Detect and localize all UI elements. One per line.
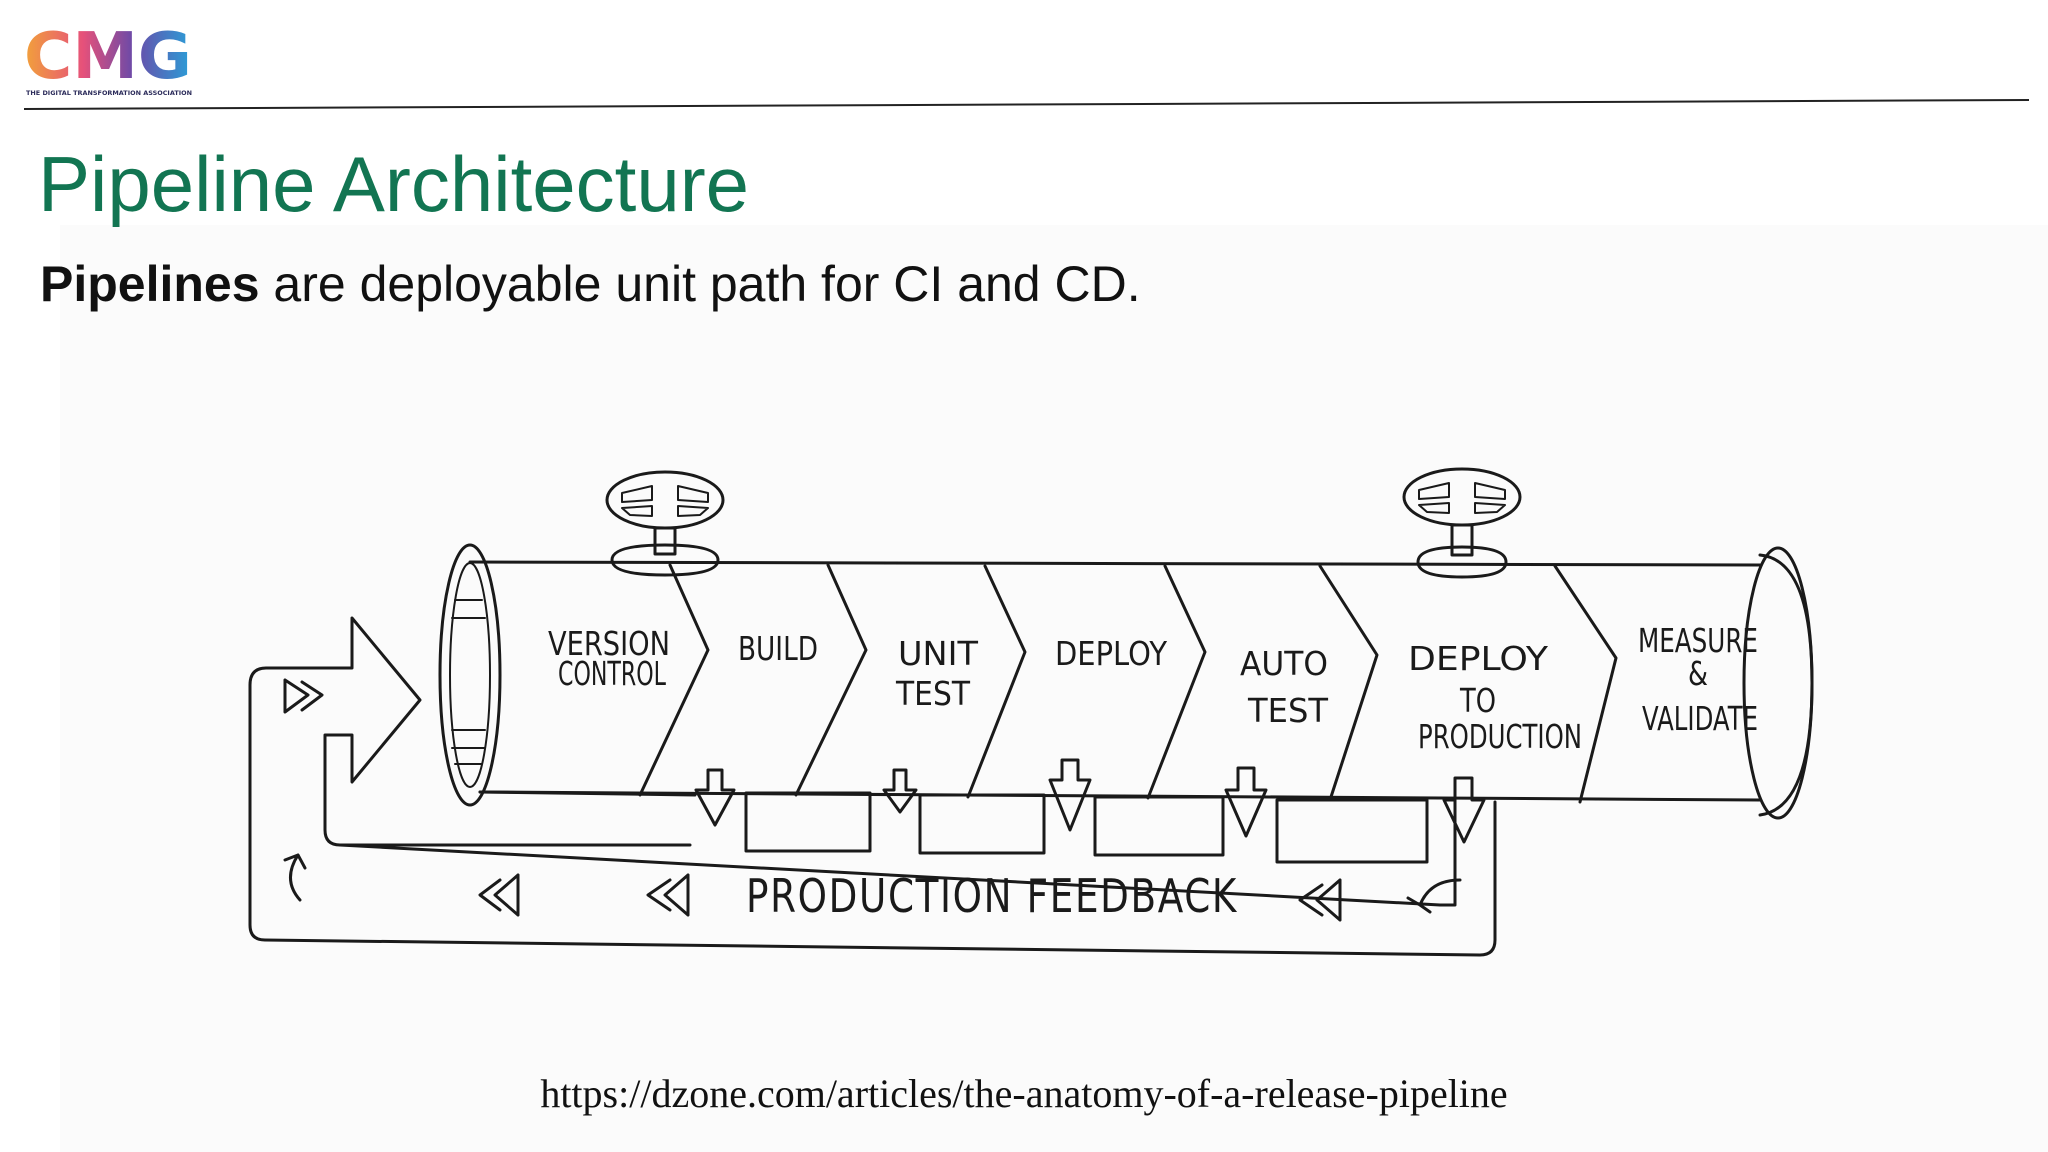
- feedback-loop-inner: [323, 738, 1457, 907]
- rewind-arrow-icon: [1298, 878, 1342, 922]
- stage-divider: [638, 563, 710, 797]
- pipe-left-opening: [449, 562, 491, 788]
- stage-divider: [794, 563, 868, 797]
- left-opening-hatching: [451, 599, 486, 765]
- down-arrow-icon: [882, 768, 918, 814]
- stage-unit-test: UNIT TEST: [895, 634, 979, 713]
- pipe-body-bottom-left: [478, 790, 697, 797]
- feedback-slot: [1275, 798, 1429, 864]
- stage-label-line1: DEPLOY: [1408, 639, 1549, 678]
- pipe-right-flange: [1742, 546, 1814, 820]
- valve-right: [1402, 467, 1522, 579]
- stage-divider: [966, 564, 1027, 799]
- stage-label-line3: PRODUCTION: [1418, 717, 1582, 756]
- pipe-right-cap: [1758, 553, 1814, 817]
- curved-up-arrow-icon: [283, 853, 307, 902]
- stage-divider: [1146, 564, 1207, 800]
- stage-build: BUILD: [738, 629, 818, 668]
- entry-arrow: [298, 616, 422, 784]
- stage-auto-test: AUTO TEST: [1240, 644, 1329, 730]
- content-background: [60, 225, 2048, 1152]
- stage-label-line1: UNIT: [898, 634, 979, 673]
- stage-label-line1: BUILD: [738, 629, 818, 668]
- feedback-slot: [918, 793, 1046, 855]
- down-arrow-icon: [1442, 776, 1486, 844]
- fast-forward-arrow-icon: [283, 678, 324, 714]
- stage-label-line2: TEST: [1247, 691, 1329, 730]
- stage-measure-validate: MEASURE & VALIDATE: [1638, 621, 1758, 738]
- subtitle-rest: are deployable unit path for CI and CD.: [259, 256, 1141, 312]
- down-arrow-icon: [694, 768, 736, 827]
- logo-tagline: THE DIGITAL TRANSFORMATION ASSOCIATION: [26, 90, 192, 97]
- stage-label-line2: &: [1688, 654, 1708, 693]
- pipe-left-flange: [438, 543, 502, 807]
- stage-label-line1: DEPLOY: [1055, 634, 1168, 673]
- rewind-arrow-icon: [646, 873, 690, 917]
- valve-left: [605, 470, 725, 577]
- header-divider: [24, 99, 2030, 110]
- stage-divider: [1553, 564, 1618, 804]
- stage-label-line2: TO: [1459, 681, 1496, 720]
- stage-label-line1: AUTO: [1240, 644, 1328, 683]
- subtitle: Pipelines are deployable unit path for C…: [40, 254, 1141, 314]
- down-arrow-icon: [1224, 766, 1268, 838]
- rewind-arrow-icon: [478, 873, 520, 917]
- logo-wordmark: CMG: [24, 22, 192, 94]
- stage-label-line1: MEASURE: [1638, 621, 1758, 660]
- feedback-loop-outline: [248, 666, 1497, 957]
- stage-version-control: VERSION CONTROL: [548, 624, 670, 693]
- feedback-slot: [744, 791, 872, 853]
- stage-divider: [1318, 564, 1379, 802]
- stage-label-line2: CONTROL: [558, 654, 666, 693]
- feedback-slot: [1093, 795, 1225, 857]
- stage-label-line3: VALIDATE: [1642, 699, 1758, 738]
- down-arrow-icon: [1048, 758, 1092, 832]
- stage-deploy: DEPLOY: [1055, 634, 1168, 673]
- stage-label-line1: VERSION: [548, 624, 670, 663]
- cmg-logo: CMG THE DIGITAL TRANSFORMATION ASSOCIATI…: [24, 22, 192, 97]
- page-title: Pipeline Architecture: [38, 140, 750, 228]
- stage-label-line2: TEST: [895, 674, 971, 713]
- subtitle-bold: Pipelines: [40, 256, 260, 312]
- stage-deploy-to-production: DEPLOY TO PRODUCTION: [1408, 639, 1582, 756]
- feedback-label: PRODUCTION FEEDBACK: [746, 869, 1238, 923]
- source-link[interactable]: https://dzone.com/articles/the-anatomy-o…: [540, 1071, 1508, 1116]
- return-arrow-icon: [1406, 878, 1462, 914]
